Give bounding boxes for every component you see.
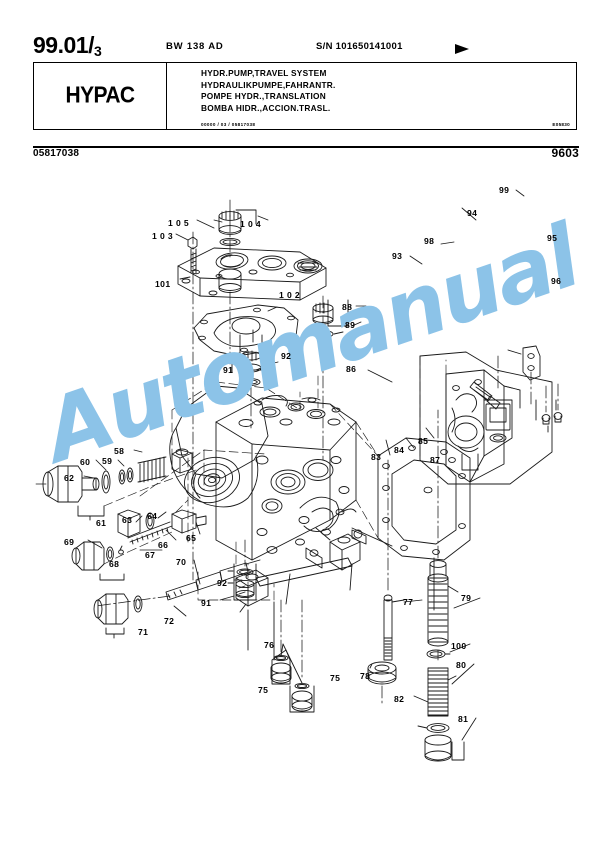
- callout-92-lower: 92: [217, 578, 228, 588]
- callout-76: 76: [264, 640, 275, 650]
- callout-96: 96: [551, 276, 562, 286]
- document-code: 00000 / 03 / 05817038: [201, 122, 256, 127]
- callout-102: 1 0 2: [279, 290, 301, 300]
- header-divider: [33, 146, 579, 148]
- brand-logo-cell: HYPAC: [34, 63, 167, 129]
- callout-64: 64: [147, 511, 158, 521]
- callout-78: 78: [360, 671, 371, 681]
- callout-79: 79: [461, 593, 472, 603]
- callout-95: 95: [547, 233, 558, 243]
- callout-101: 101: [155, 279, 171, 289]
- catalog-header: 99.01/3 BW 138 AD S/N 101650141001 HYPAC…: [33, 32, 579, 160]
- page-number-sub: 3: [93, 43, 102, 59]
- callout-71: 71: [138, 627, 149, 637]
- callout-63: 63: [122, 515, 133, 525]
- part-list-number: 05817038: [33, 148, 80, 159]
- callout-68: 68: [109, 559, 120, 569]
- callout-65: 65: [186, 533, 197, 543]
- machine-model-code: BW 138 AD: [166, 41, 224, 52]
- callout-77: 77: [403, 597, 414, 607]
- callout-80: 80: [456, 660, 467, 670]
- callout-81: 81: [458, 714, 469, 724]
- callout-69: 69: [64, 537, 75, 547]
- form-code: E05830: [552, 122, 570, 127]
- description-line-en: HYDR.PUMP,TRAVEL SYSTEM: [201, 68, 327, 78]
- callout-103: 1 0 3: [152, 231, 174, 241]
- callout-61: 61: [96, 518, 107, 528]
- callout-83: 83: [371, 452, 382, 462]
- header-top-line: 99.01/3 BW 138 AD S/N 101650141001: [33, 32, 579, 62]
- description-cell: HYDR.PUMP,TRAVEL SYSTEM HYDRAULIKPUMPE,F…: [167, 63, 576, 129]
- callout-105: 1 0 5: [168, 218, 190, 228]
- diagram-drawing: [35, 189, 563, 762]
- description-line-fr: POMPE HYDR.,TRANSLATION: [201, 91, 326, 102]
- callout-75-left: 75: [258, 685, 269, 695]
- callout-93: 93: [392, 251, 403, 261]
- callout-91-upper: 91: [223, 365, 234, 375]
- callout-91-lower: 91: [201, 598, 212, 608]
- serial-number: S/N 101650141001: [316, 41, 403, 52]
- callout-58: 58: [114, 446, 125, 456]
- page-number: 99.01/3: [33, 32, 102, 59]
- callout-87: 87: [430, 455, 441, 465]
- callout-86: 86: [346, 364, 357, 374]
- callout-94: 94: [467, 208, 478, 218]
- callout-59: 59: [102, 456, 113, 466]
- callout-92-upper: 92: [281, 351, 292, 361]
- exploded-parts-diagram: 1 0 5 1 0 4 1 0 3 101 1 0 2 99 94 95 98 …: [0, 160, 612, 800]
- callout-62: 62: [64, 473, 75, 483]
- callout-72: 72: [164, 616, 175, 626]
- callout-70: 70: [176, 557, 187, 567]
- callout-82: 82: [394, 694, 405, 704]
- callout-60: 60: [80, 457, 91, 467]
- callout-104: 1 0 4: [240, 219, 262, 229]
- callout-98: 98: [424, 236, 435, 246]
- page-number-main: 99.01: [33, 32, 89, 58]
- title-box: HYPAC HYDR.PUMP,TRAVEL SYSTEM HYDRAULIKP…: [33, 62, 577, 130]
- callout-75-right: 75: [330, 673, 341, 683]
- callout-67: 67: [145, 550, 156, 560]
- callout-88: 88: [342, 302, 353, 312]
- callout-66: 66: [158, 540, 169, 550]
- callout-85: 85: [418, 436, 429, 446]
- description-line-es: BOMBA HIDR.,ACCION.TRASL.: [201, 102, 331, 113]
- callout-84: 84: [394, 445, 405, 455]
- brand-logo: HYPAC: [65, 82, 136, 109]
- description-line-de: HYDRAULIKPUMPE,FAHRANTR.: [201, 79, 336, 90]
- callout-99: 99: [499, 185, 510, 195]
- callout-100: 100: [451, 641, 467, 651]
- callout-89: 89: [345, 320, 356, 330]
- revision-date-code: 9603: [551, 146, 579, 160]
- arrow-right-icon: [455, 44, 469, 54]
